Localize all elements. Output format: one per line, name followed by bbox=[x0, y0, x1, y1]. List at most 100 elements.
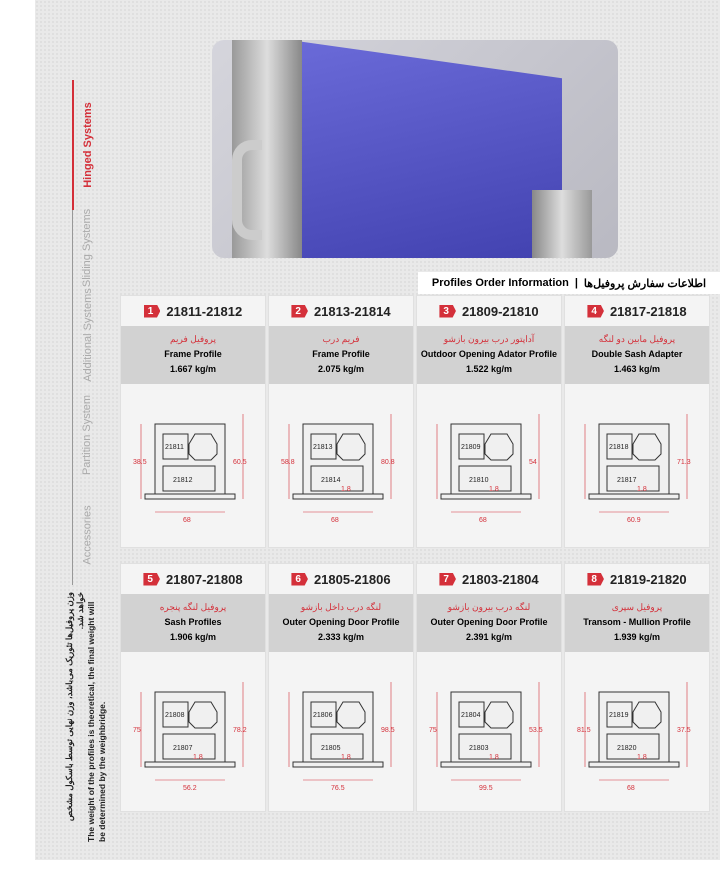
profile-chamber bbox=[310, 465, 364, 492]
profile-drawing: 21819 21820 81.5 37.5 68 1.8 bbox=[577, 682, 691, 792]
dimension-label: 75 bbox=[429, 727, 437, 734]
profile-weight: 1.906 kg/m bbox=[169, 632, 217, 642]
profile-chamber bbox=[188, 433, 218, 461]
header-fa: اطلاعات سفارش پروفیل‌ها bbox=[583, 277, 707, 290]
profile-name-fa: پروفیل مابین دو لنگه bbox=[598, 334, 676, 344]
dimension-label: 1.8 bbox=[489, 754, 499, 761]
door-handle-image bbox=[232, 140, 262, 240]
tab-label: Accessories bbox=[81, 505, 94, 565]
tab-label: Partition System bbox=[81, 394, 94, 476]
profile-chamber bbox=[458, 701, 485, 728]
dimension-label: 78.2 bbox=[233, 727, 247, 734]
profile-chamber bbox=[162, 433, 189, 460]
dimension-label: 58.8 bbox=[281, 459, 295, 466]
profile-chamber bbox=[484, 433, 514, 461]
dimension-label: 37.5 bbox=[677, 727, 691, 734]
dimension-label: 38.5 bbox=[133, 459, 147, 466]
profile-chamber bbox=[188, 701, 218, 729]
dimension-label: 68 bbox=[627, 785, 635, 792]
profile-number-badge: 8 bbox=[587, 572, 604, 586]
profile-name-fa: پروفیل سپری bbox=[611, 602, 663, 612]
part-number-label: 21820 bbox=[617, 745, 637, 752]
part-number-label: 21819 bbox=[609, 712, 629, 719]
dimension-label: 68 bbox=[331, 517, 339, 524]
profile-number-badge: 7 bbox=[439, 572, 456, 586]
part-number-label: 21817 bbox=[617, 477, 637, 484]
part-number-label: 21818 bbox=[609, 444, 629, 451]
profile-drawing: 21811 21812 38.5 60.5 68 bbox=[133, 414, 247, 524]
profile-name-en: Double Sash Adapter bbox=[591, 349, 683, 359]
profile-code: 21809-21810 bbox=[461, 303, 539, 319]
tab-hinged-systems[interactable]: Hinged Systems bbox=[72, 80, 102, 210]
tab-partition-system[interactable]: Partition System bbox=[72, 385, 102, 485]
part-number-label: 21814 bbox=[321, 477, 341, 484]
profile-chamber bbox=[310, 433, 337, 460]
weight-note: وزن پروفیل‌ها تئوریک می‌باشد، وزن نهایی … bbox=[56, 592, 126, 850]
profile-chamber bbox=[310, 733, 364, 760]
dimension-label: 71.3 bbox=[677, 459, 691, 466]
profile-flange bbox=[144, 493, 236, 500]
profile-flange bbox=[292, 761, 384, 768]
profile-flange bbox=[588, 761, 680, 768]
profile-chamber bbox=[632, 433, 662, 461]
profile-number-badge: 3 bbox=[439, 304, 456, 318]
profile-drawing: 21818 21817 71.3 60.9 1.8 bbox=[584, 414, 691, 524]
profile-code: 21819-21820 bbox=[609, 571, 687, 587]
dimension-label: 99.5 bbox=[479, 785, 493, 792]
profile-name-en: Frame Profile bbox=[164, 349, 222, 359]
header-en: Profiles Order Information bbox=[431, 277, 569, 289]
dimension-label: 56.2 bbox=[183, 785, 197, 792]
dimension-label: 60.9 bbox=[627, 517, 641, 524]
tab-additional-systems[interactable]: Additional Systems bbox=[72, 285, 102, 385]
profile-number-badge: 6 bbox=[291, 572, 308, 586]
profile-chamber bbox=[606, 733, 660, 760]
profile-name-fa: پروفیل لنگه پنجره bbox=[159, 602, 227, 612]
dimension-label: 1.8 bbox=[193, 754, 203, 761]
profile-weight: 2.391 kg/m bbox=[465, 632, 513, 642]
profile-code: 21813-21814 bbox=[313, 303, 391, 319]
profile-name-en: Outdoor Opening Adator Profile bbox=[420, 349, 558, 359]
part-number-label: 21806 bbox=[313, 712, 333, 719]
profile-drawing: 21809 21810 54 68 1.8 bbox=[436, 414, 540, 524]
profile-chamber bbox=[606, 701, 633, 728]
part-number-label: 21811 bbox=[165, 444, 184, 451]
profile-number-badge: 1 bbox=[143, 304, 161, 318]
profile-code: 21805-21806 bbox=[313, 571, 391, 587]
tab-label: Hinged Systems bbox=[82, 102, 94, 188]
profile-name-fa: لنگه درب داخل بازشو bbox=[300, 602, 382, 612]
profile-chamber bbox=[484, 701, 514, 729]
tab-accessories[interactable]: Accessories bbox=[72, 485, 102, 585]
profile-name-fa: فریم درب bbox=[322, 334, 360, 344]
part-number-label: 21809 bbox=[461, 444, 481, 451]
card-title: 6 21805-21806 bbox=[269, 564, 413, 594]
profile-code: 21817-21818 bbox=[609, 303, 687, 319]
part-number-label: 21805 bbox=[321, 745, 341, 752]
profile-chamber bbox=[458, 465, 512, 492]
profile-weight: 1.463 kg/m bbox=[613, 364, 661, 374]
product-photo bbox=[212, 40, 618, 258]
profile-chamber bbox=[336, 701, 366, 729]
dimension-label: 81.5 bbox=[577, 727, 591, 734]
profile-chamber bbox=[458, 733, 512, 760]
dimension-label: 76.5 bbox=[331, 785, 345, 792]
dimension-label: 1.8 bbox=[637, 486, 647, 493]
profile-chamber bbox=[632, 701, 662, 729]
profile-flange bbox=[144, 761, 236, 768]
tab-sliding-systems[interactable]: Sliding Systems bbox=[72, 208, 102, 287]
profile-drawing: 21806 21805 98.5 76.5 1.8 bbox=[288, 682, 395, 792]
header-separator: | bbox=[574, 277, 578, 289]
dimension-label: 80.8 bbox=[381, 459, 395, 466]
profile-flange bbox=[440, 493, 532, 500]
card-title: 8 21819-21820 bbox=[565, 564, 709, 594]
